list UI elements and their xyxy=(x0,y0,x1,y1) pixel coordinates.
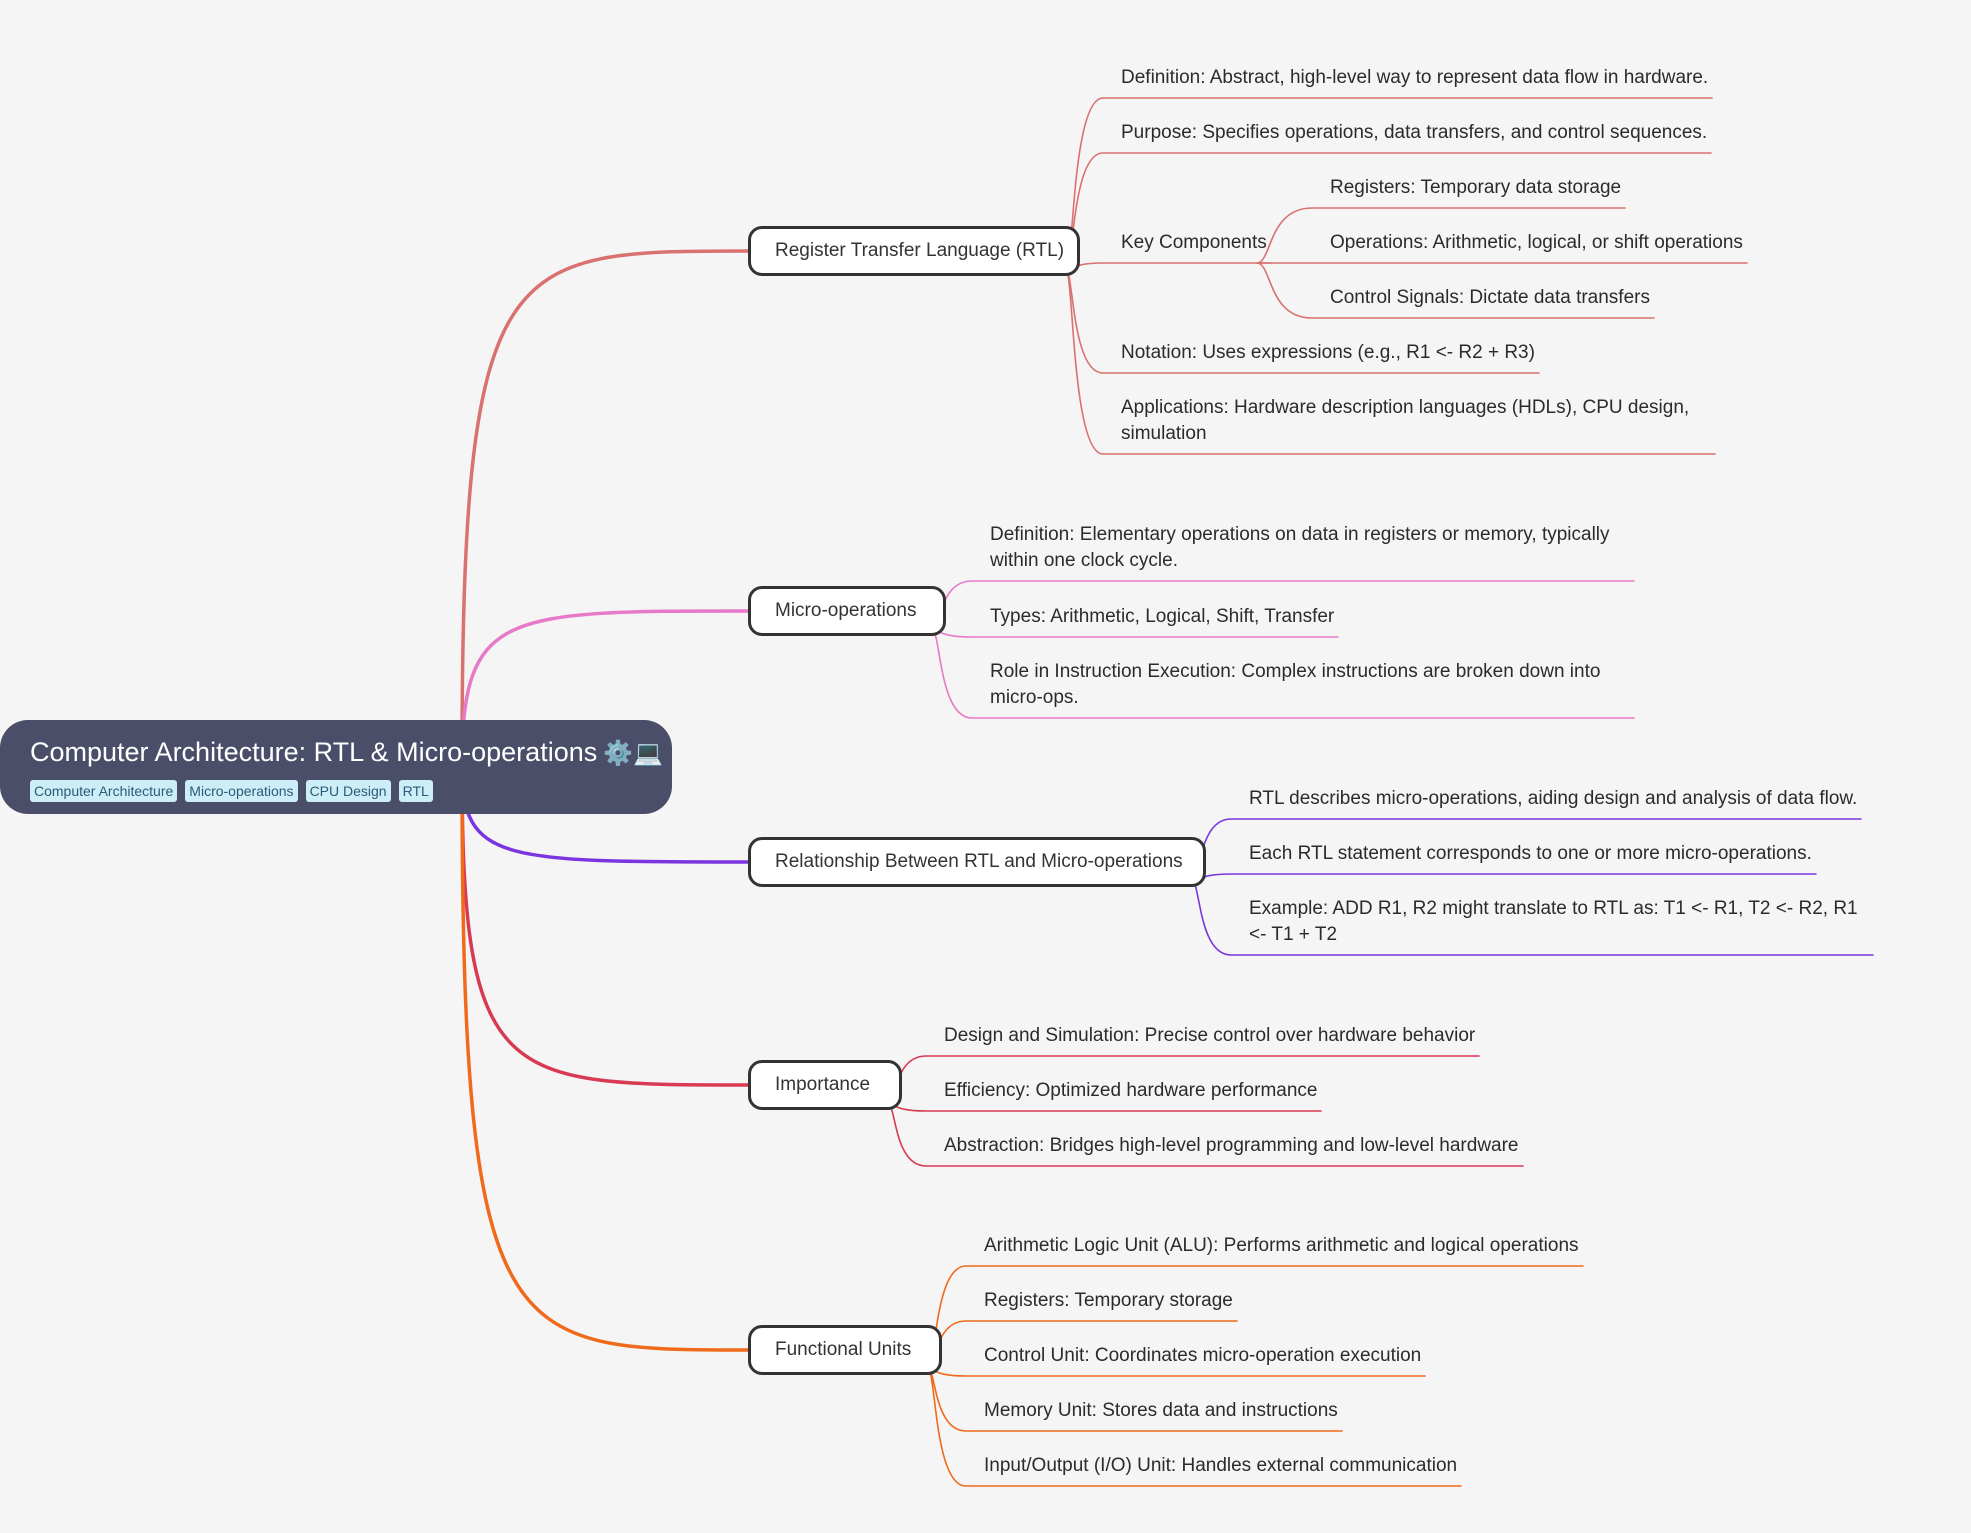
leaf-node[interactable]: Registers: Temporary storage xyxy=(984,1290,1233,1311)
branch-rtl[interactable]: Register Transfer Language (RTL) xyxy=(748,226,1080,276)
leaf-node[interactable]: Abstraction: Bridges high-level programm… xyxy=(944,1135,1519,1156)
branch-connector xyxy=(460,765,750,1352)
leaf-connector xyxy=(1065,269,1716,455)
tag[interactable]: Micro-operations xyxy=(185,780,298,802)
leaf-node[interactable]: Purpose: Specifies operations, data tran… xyxy=(1121,122,1708,143)
tag-list: Computer Architecture Micro-operations C… xyxy=(30,780,672,802)
tag[interactable]: Computer Architecture xyxy=(30,780,178,802)
branch-connector xyxy=(460,765,750,1087)
branch-connector xyxy=(460,249,750,769)
leaf-node[interactable]: Control Signals: Dictate data transfers xyxy=(1330,287,1650,308)
leaf-node[interactable]: Memory Unit: Stores data and instruction… xyxy=(984,1400,1338,1421)
leaf-node[interactable]: Arithmetic Logic Unit (ALU): Performs ar… xyxy=(984,1235,1579,1256)
leaf-node[interactable]: Each RTL statement corresponds to one or… xyxy=(1249,843,1812,864)
branch-relationship[interactable]: Relationship Between RTL and Micro-opera… xyxy=(748,837,1206,887)
branch-importance[interactable]: Importance xyxy=(748,1060,902,1110)
leaf-node[interactable]: RTL describes micro-operations, aiding d… xyxy=(1249,788,1858,809)
leaf-connector xyxy=(1065,262,1272,271)
leaf-connector xyxy=(931,629,1339,638)
leaf-connector xyxy=(887,1103,1322,1112)
leaf-node[interactable]: Definition: Abstract, high-level way to … xyxy=(1121,67,1709,88)
leaf-node[interactable]: Definition: Elementary operations on dat… xyxy=(990,524,1610,571)
leaf-node-key-components[interactable]: Key Components xyxy=(1121,232,1267,253)
leaf-node[interactable]: Applications: Hardware description langu… xyxy=(1121,397,1690,444)
root-title: Computer Architecture: RTL & Micro-opera… xyxy=(30,737,598,767)
leaf-node[interactable]: Design and Simulation: Precise control o… xyxy=(944,1025,1476,1046)
tag[interactable]: CPU Design xyxy=(305,780,391,802)
leaf-connector xyxy=(1191,873,1817,882)
leaf-node[interactable]: Registers: Temporary data storage xyxy=(1330,177,1622,198)
leaf-node[interactable]: Example: ADD R1, R2 might translate to R… xyxy=(1249,898,1858,945)
branch-connector xyxy=(460,609,750,769)
leaf-node[interactable]: Operations: Arithmetic, logical, or shif… xyxy=(1330,232,1743,253)
leaf-connector xyxy=(927,1368,1426,1377)
root-node[interactable]: Computer Architecture: RTL & Micro-opera… xyxy=(0,720,672,814)
gear-laptop-icon: ⚙️💻 xyxy=(603,740,663,767)
leaf-node[interactable]: Input/Output (I/O) Unit: Handles externa… xyxy=(984,1455,1458,1476)
branch-micro-operations[interactable]: Micro-operations xyxy=(748,586,946,636)
leaf-node[interactable]: Control Unit: Coordinates micro-operatio… xyxy=(984,1345,1422,1366)
leaf-node[interactable]: Role in Instruction Execution: Complex i… xyxy=(990,661,1601,708)
leaf-node[interactable]: Efficiency: Optimized hardware performan… xyxy=(944,1080,1318,1101)
leaf-connector xyxy=(1256,207,1626,264)
leaf-node[interactable]: Types: Arithmetic, Logical, Shift, Trans… xyxy=(990,606,1335,627)
leaf-connector xyxy=(1256,262,1655,319)
root-title-row: Computer Architecture: RTL & Micro-opera… xyxy=(30,732,672,774)
leaf-node[interactable]: Notation: Uses expressions (e.g., R1 <- … xyxy=(1121,342,1535,363)
branch-functional-units[interactable]: Functional Units xyxy=(748,1325,942,1375)
tag[interactable]: RTL xyxy=(398,780,433,802)
